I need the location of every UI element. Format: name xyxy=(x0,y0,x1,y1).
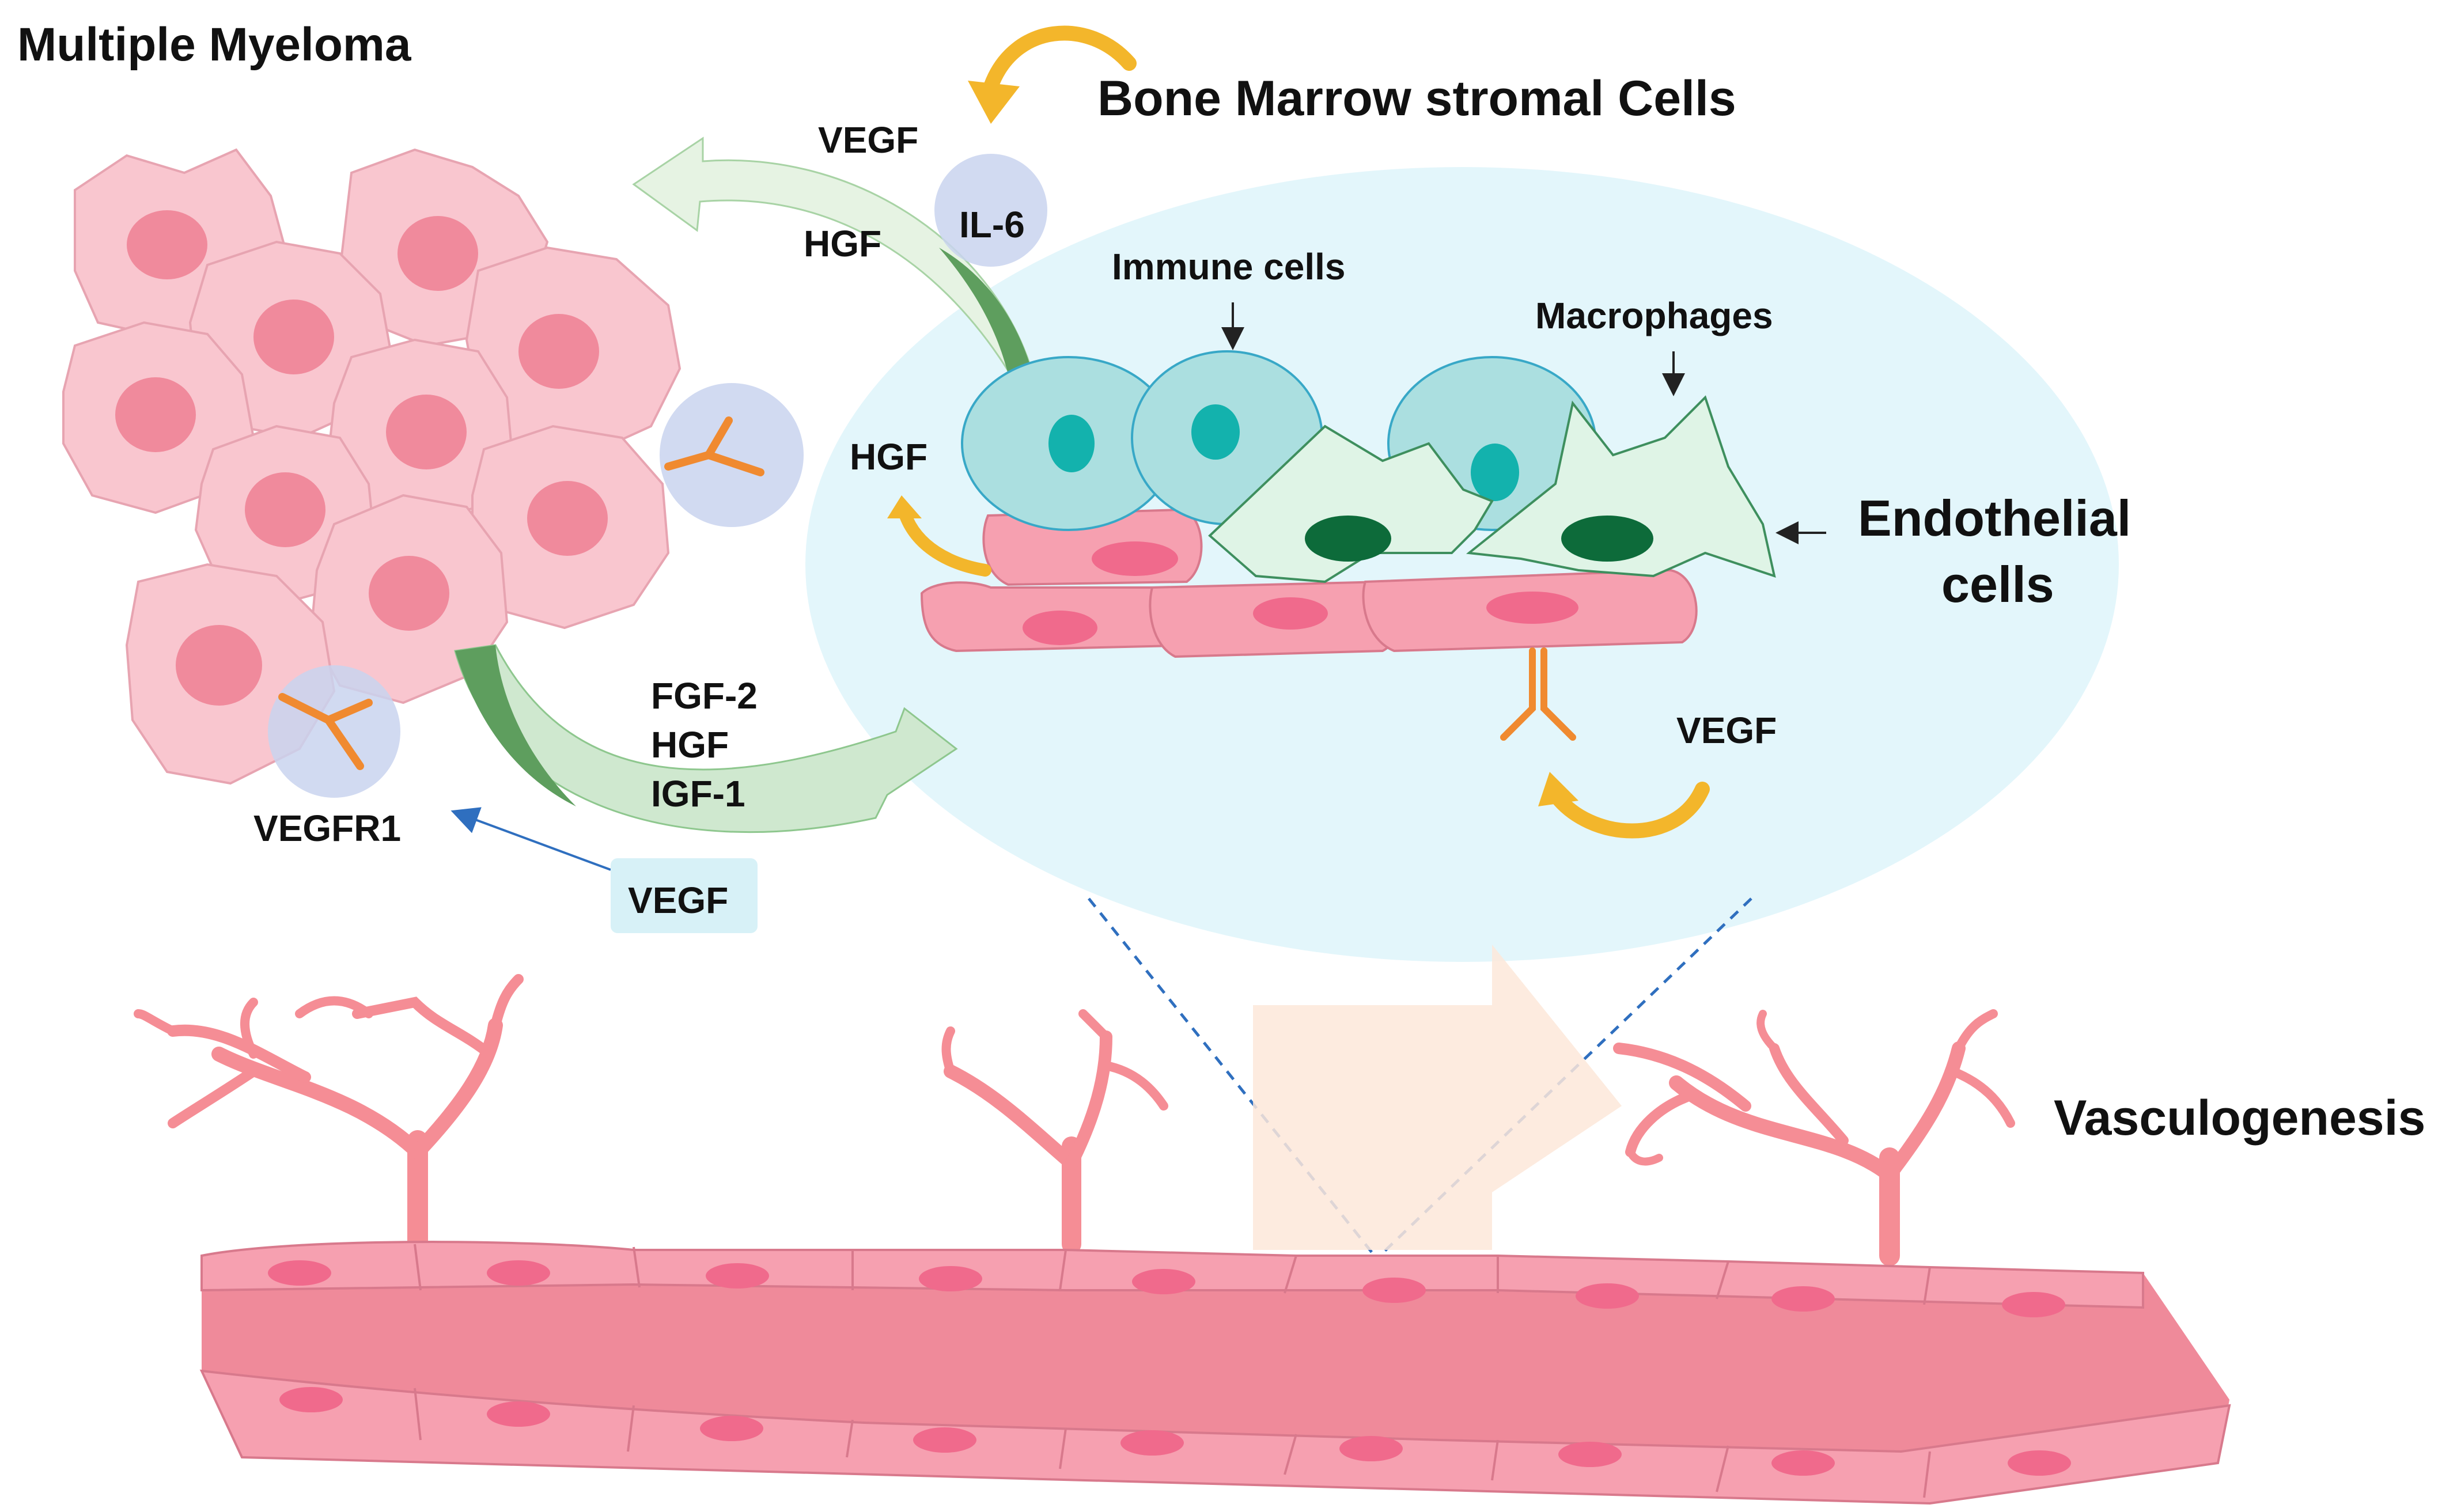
vegf-to-vegfr1-arrow xyxy=(450,807,611,871)
vegf-receptor-upper-icon xyxy=(664,416,764,476)
macrophages-group xyxy=(1208,395,1776,583)
label-vegf-box: VEGF xyxy=(628,880,728,921)
vessel-branch xyxy=(134,974,524,1255)
label-immune-cells: Immune cells xyxy=(1112,246,1346,287)
label-endothelial-cells: cells xyxy=(1941,556,2054,613)
myeloma-nucleus xyxy=(397,216,478,291)
label-endothelial: Endothelial xyxy=(1858,490,2131,547)
myeloma-nucleus xyxy=(527,481,608,556)
label-vegfr1: VEGFR1 xyxy=(253,808,401,849)
vessel-branch xyxy=(941,1009,1168,1254)
label-fgf2: FGF-2 xyxy=(651,675,758,717)
label-hgf-low: HGF xyxy=(651,724,729,766)
label-vasculogenesis: Vasculogenesis xyxy=(2054,1090,2425,1146)
macrophage xyxy=(1466,395,1776,578)
label-hgf-mid: HGF xyxy=(850,436,927,478)
label-hgf-top: HGF xyxy=(804,223,881,264)
myeloma-nucleus xyxy=(127,210,207,279)
immune-nucleus xyxy=(1191,404,1240,460)
endothelial-receptor-icon xyxy=(1500,647,1576,741)
zoom-line-left xyxy=(1088,897,1378,1260)
macrophage xyxy=(1208,425,1494,583)
myeloma-cluster xyxy=(62,148,682,785)
label-vegf-top: VEGF xyxy=(818,119,918,161)
vessel-branches xyxy=(134,974,2015,1266)
myeloma-nucleus xyxy=(386,395,467,469)
myeloma-nucleus xyxy=(518,314,599,389)
vegf-yellow-arrow xyxy=(1548,782,1710,839)
myeloma-nucleus xyxy=(245,472,325,547)
macrophage-nucleus xyxy=(1561,516,1653,562)
immune-nucleus xyxy=(1048,415,1095,472)
zoom-ellipse xyxy=(805,167,2119,962)
label-macrophages: Macrophages xyxy=(1535,295,1773,336)
myeloma-nucleus xyxy=(253,300,334,374)
label-vegf-right: VEGF xyxy=(1676,710,1777,751)
immune-nucleus xyxy=(1471,444,1519,501)
receptor-bubble-upper xyxy=(660,383,804,527)
myeloma-nucleus xyxy=(369,556,449,631)
vegf-box xyxy=(611,858,758,933)
myeloma-nucleus xyxy=(176,625,262,706)
label-multiple-myeloma: Multiple Myeloma xyxy=(17,18,412,71)
vegfr1-receptor-icon xyxy=(278,693,373,770)
vessel-branch xyxy=(1613,1009,2015,1266)
hgf-yellow-arrow xyxy=(898,506,991,577)
label-bone-marrow-stromal-cells: Bone Marrow stromal Cells xyxy=(1097,71,1736,126)
endothelial-layer-zoom xyxy=(920,508,1698,658)
vasculogenesis-direction-arrow xyxy=(1253,945,1622,1250)
il6-bubble xyxy=(934,154,1047,267)
macrophage-nucleus xyxy=(1305,516,1391,562)
stromal-yellow-arrow xyxy=(983,25,1137,94)
myeloma-nucleus xyxy=(115,377,196,452)
label-igf1: IGF-1 xyxy=(651,773,745,814)
label-il6: IL-6 xyxy=(959,204,1025,245)
blood-vessel xyxy=(199,1241,2231,1505)
